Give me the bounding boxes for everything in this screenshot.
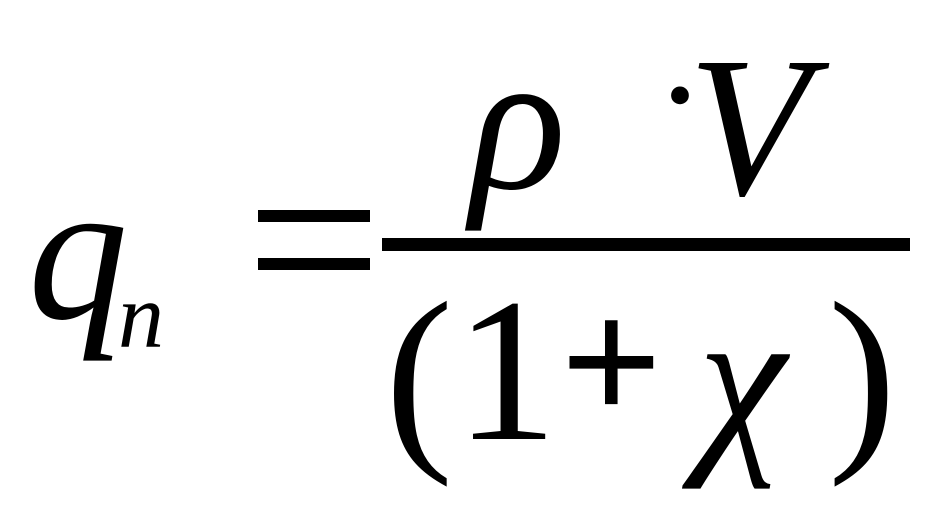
numerator-multiply-dot: ·	[655, 12, 705, 178]
equals-sign-top-bar	[258, 210, 370, 222]
lhs-symbol: q	[28, 141, 128, 362]
lhs-subscript: п	[118, 265, 164, 367]
denominator-open-paren: (	[385, 261, 454, 488]
denominator-plus: +	[560, 262, 663, 461]
numerator-rho: ρ	[470, 11, 566, 232]
denominator-close-paren: )	[828, 261, 897, 488]
denominator-chi: χ	[698, 269, 786, 490]
fraction-bar	[382, 238, 910, 251]
denominator-one: 1	[455, 257, 558, 484]
equals-sign-bottom-bar	[258, 258, 370, 270]
numerator-v: V	[688, 17, 811, 238]
